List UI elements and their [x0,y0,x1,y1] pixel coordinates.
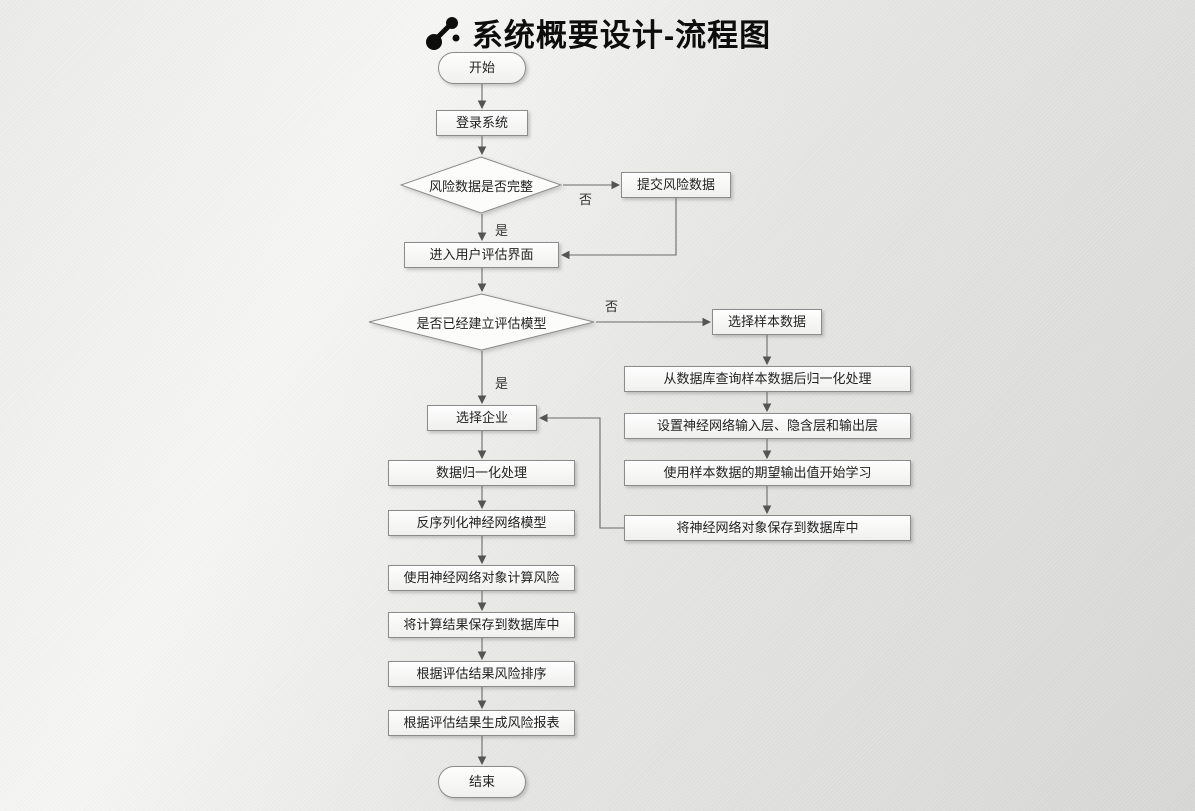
node-select-sample-data: 选择样本数据 [712,309,822,335]
node-select-enterprise: 选择企业 [427,405,537,431]
decision-risk-data-complete-label: 风险数据是否完整 [428,178,533,194]
node-compute-risk: 使用神经网络对象计算风险 [388,565,575,591]
diamond-shape [368,293,595,351]
diamond-shape [400,156,562,214]
node-decision-model-built: 是否已经建立评估模型 [368,293,595,351]
node-end: 结束 [438,766,526,798]
node-save-results: 将计算结果保存到数据库中 [388,612,575,638]
node-generate-report: 根据评估结果生成风险报表 [388,710,575,736]
edge-label-no-2: 否 [605,299,619,314]
edge-label-yes-2: 是 [495,376,509,391]
node-data-normalization: 数据归一化处理 [388,460,575,486]
page-title: 系统概要设计-流程图 [471,18,772,53]
share-network-icon [424,15,460,51]
edge-label-yes-1: 是 [495,223,509,238]
node-train-with-expected-output: 使用样本数据的期望输出值开始学习 [624,460,911,486]
node-start: 开始 [438,52,526,84]
node-setup-network-layers: 设置神经网络输入层、隐含层和输出层 [624,413,911,439]
node-sort-by-risk: 根据评估结果风险排序 [388,661,575,687]
edge-label-no-1: 否 [579,192,593,207]
node-submit-risk-data: 提交风险数据 [621,172,731,198]
node-enter-evaluation: 进入用户评估界面 [404,242,559,268]
node-save-network-object: 将神经网络对象保存到数据库中 [624,515,911,541]
decision-model-built-label: 是否已经建立评估模型 [416,315,547,331]
node-decision-risk-data-complete: 风险数据是否完整 [400,156,562,214]
node-query-normalize-sample: 从数据库查询样本数据后归一化处理 [624,366,911,392]
page-header: 系统概要设计-流程图 [0,10,1195,55]
node-login: 登录系统 [436,110,528,136]
node-deserialize-model: 反序列化神经网络模型 [388,510,575,536]
